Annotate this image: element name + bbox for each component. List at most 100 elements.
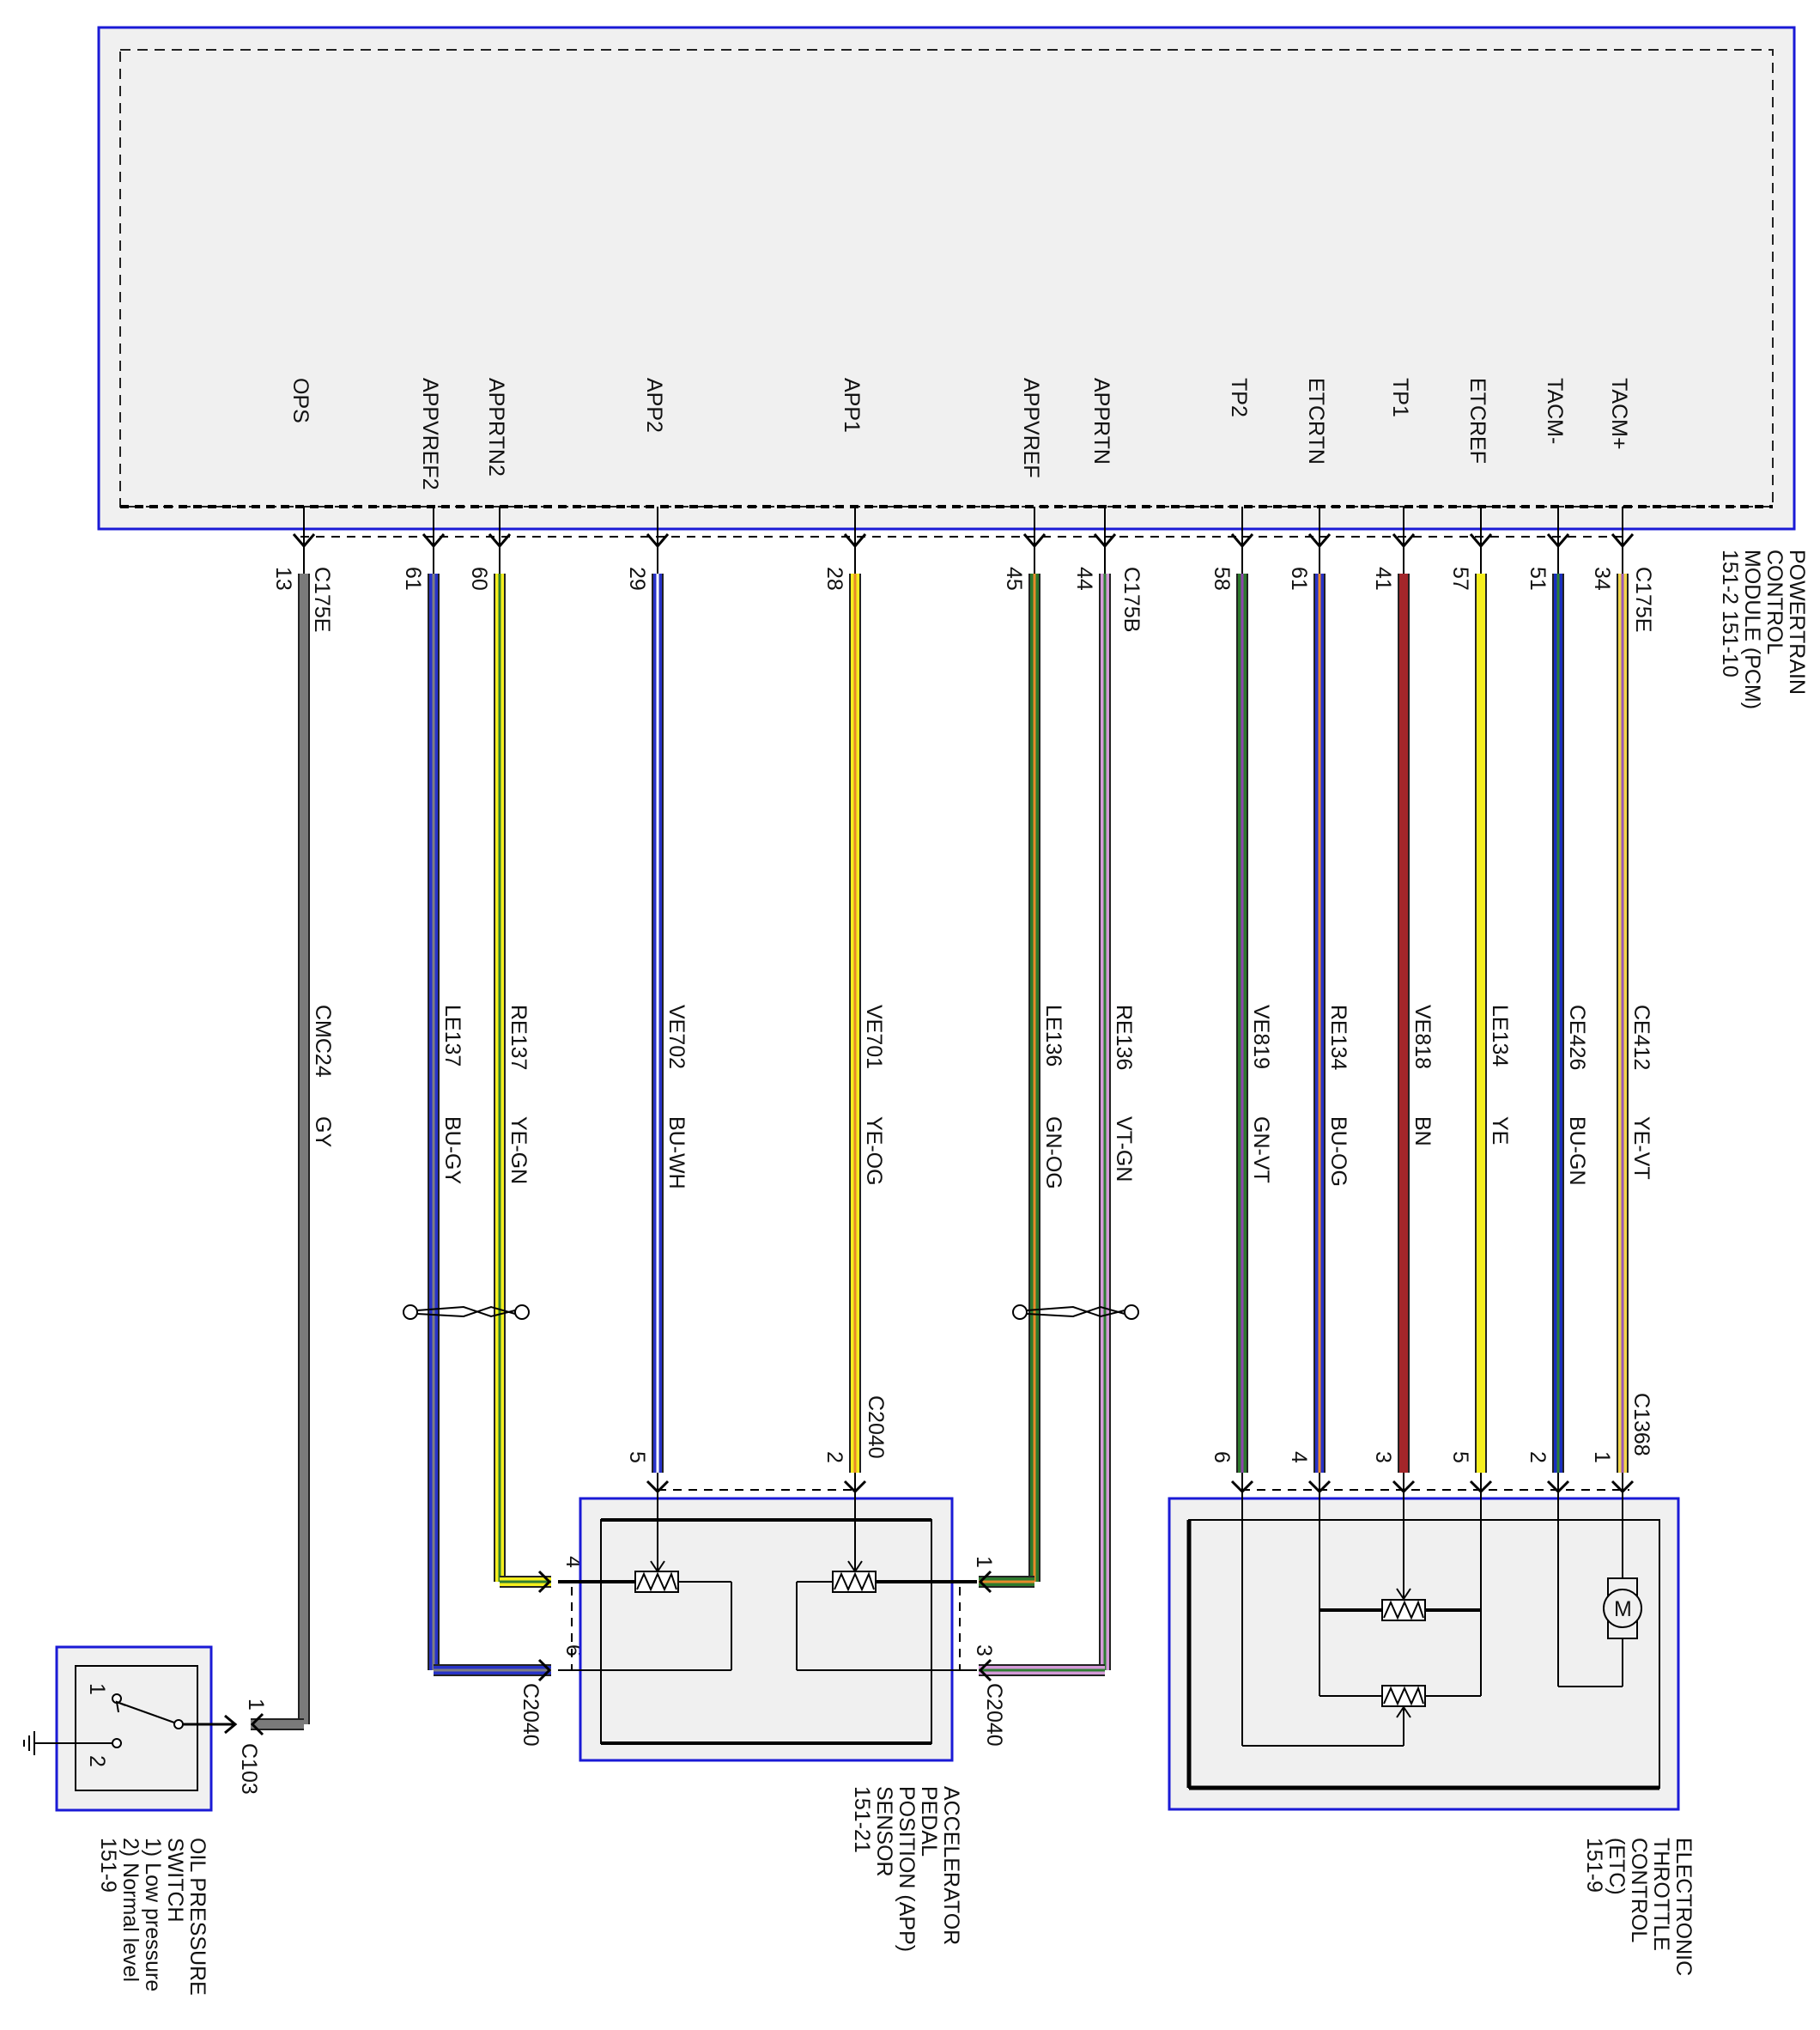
pin-number-tp1: 41 — [1371, 567, 1395, 591]
twisted-pair-app1-icon — [1012, 1304, 1139, 1320]
pin-number-app1: 28 — [822, 567, 846, 591]
throttle-position-sensors — [1241, 1490, 1482, 1747]
motor-symbol: M — [1614, 1597, 1632, 1621]
circuit-label-tacm_minus: CE426 — [1565, 1005, 1589, 1070]
etc-name-line1: ELECTRONIC — [1671, 1838, 1696, 1976]
color-label-appvref: GN-OG — [1041, 1116, 1065, 1189]
color-label-etcrtn: BU-OG — [1326, 1116, 1350, 1187]
color-label-tp2: GN-VT — [1249, 1116, 1273, 1183]
pin-number-app2: 29 — [625, 567, 649, 591]
circuit-label-ops: CMC24 — [311, 1005, 335, 1078]
ops-name-line3: 1) Low pressure — [141, 1838, 165, 1991]
color-label-ops: GY — [311, 1116, 335, 1147]
circuit-label-tp2: VE819 — [1249, 1005, 1273, 1069]
ops-switch-name: OIL PRESSURE SWITCH 1) Low pressure 2) N… — [96, 1838, 209, 2002]
signal-label-ops: OPS — [288, 378, 312, 423]
device-pin-tp2: 6 — [1210, 1451, 1234, 1463]
etc-name-line4: (ETC) — [1605, 1838, 1629, 1895]
connector-c175e-right: C175E — [1631, 567, 1655, 632]
app-sensor-name: ACCELERATOR PEDAL POSITION (APP) SENSOR … — [850, 1786, 963, 1958]
pin-number-apprtn2: 60 — [467, 567, 491, 591]
color-label-etcref: YE — [1488, 1116, 1512, 1145]
signal-label-tacm_plus: TACM+ — [1607, 378, 1631, 450]
circuit-label-appvref2: LE137 — [440, 1005, 464, 1067]
circuit-label-apprtn2: RE137 — [507, 1005, 531, 1070]
etc-name: ELECTRONIC THROTTLE CONTROL (ETC) 151-9 — [1582, 1838, 1696, 1982]
pin-number-tp2: 58 — [1210, 567, 1234, 591]
pcm-name-line3: MODULE (PCM) — [1740, 550, 1764, 709]
pin-number-etcrtn: 61 — [1287, 567, 1311, 591]
device-pin-app1: 2 — [822, 1451, 846, 1463]
color-label-tacm_minus: BU-GN — [1565, 1116, 1589, 1186]
signal-label-app1: APP1 — [840, 378, 864, 433]
circuit-label-apprtn: RE136 — [1112, 1005, 1136, 1070]
app-name-line2: PEDAL — [917, 1786, 941, 1857]
app-sensor-module — [558, 1489, 977, 1762]
signal-label-app2: APP2 — [642, 378, 666, 433]
pcm-module — [97, 26, 1796, 531]
color-label-tacm_plus: YE-VT — [1629, 1116, 1653, 1180]
switch-pos2: 2 — [85, 1755, 109, 1767]
signal-label-apprtn: APPRTN — [1089, 378, 1113, 465]
color-label-tp1: BN — [1410, 1116, 1435, 1146]
circuit-label-tp1: VE818 — [1410, 1005, 1435, 1069]
device-pin-appvref: 1 — [972, 1556, 996, 1568]
app-name-line4: SENSOR — [872, 1786, 896, 1877]
pcm-name: POWERTRAIN CONTROL MODULE (PCM) 151-2 15… — [1718, 550, 1809, 715]
pcm-name-line2: CONTROL — [1762, 550, 1787, 654]
pin-number-appvref2: 61 — [401, 567, 425, 591]
device-pin-ops: 1 — [244, 1699, 268, 1711]
device-pin-tacm_minus: 2 — [1526, 1451, 1550, 1463]
signal-label-tacm_minus: TACM- — [1543, 378, 1567, 444]
circuit-label-app2: VE702 — [664, 1005, 689, 1069]
connector-c2040-left: C2040 — [519, 1683, 543, 1747]
color-label-apprtn2: YE-GN — [507, 1116, 531, 1184]
circuit-label-app1: VE701 — [862, 1005, 886, 1069]
ops-name-line4: 2) Normal level — [118, 1838, 143, 1982]
connector-c2040-right: C2040 — [982, 1683, 1006, 1747]
etc-name-line5: 151-9 — [1582, 1838, 1606, 1893]
etc-module: M — [1168, 1489, 1680, 1811]
throttle-motor: M — [1557, 1490, 1642, 1687]
pin-number-appvref: 45 — [1002, 567, 1026, 591]
device-pin-etcrtn: 4 — [1287, 1451, 1311, 1463]
app-name-line1: ACCELERATOR — [939, 1786, 963, 1945]
switch-pos1: 1 — [85, 1683, 109, 1695]
device-pin-app2: 5 — [625, 1451, 649, 1463]
app-name-line3: POSITION (APP) — [895, 1786, 919, 1952]
pin-number-etcref: 57 — [1448, 567, 1472, 591]
pin-number-ops: 13 — [271, 567, 295, 591]
signal-label-appvref2: APPVREF2 — [418, 378, 442, 490]
color-label-apprtn: VT-GN — [1112, 1116, 1136, 1182]
pin-number-apprtn: 44 — [1072, 567, 1096, 591]
etc-name-line2: THROTTLE — [1649, 1838, 1673, 1951]
connector-c2040-top: C2040 — [864, 1395, 888, 1459]
device-pin-apprtn: 3 — [972, 1644, 996, 1656]
ops-name-line2: SWITCH — [163, 1838, 187, 1923]
circuit-label-appvref: LE136 — [1041, 1005, 1065, 1067]
color-label-app1: YE-OG — [862, 1116, 886, 1186]
app-name-line5: 151-21 — [850, 1786, 874, 1853]
signal-label-tp2: TP2 — [1227, 378, 1251, 417]
device-pin-tp1: 3 — [1371, 1451, 1395, 1463]
color-label-appvref2: BU-GY — [440, 1116, 464, 1185]
ops-name-line5: 151-9 — [96, 1838, 120, 1893]
pcm-name-line1: POWERTRAIN — [1785, 550, 1809, 695]
connector-c103: C103 — [237, 1743, 261, 1795]
device-pin-tacm_plus: 1 — [1590, 1451, 1614, 1463]
twisted-pair-app2-icon — [403, 1304, 530, 1320]
connector-c175b: C175B — [1119, 567, 1144, 632]
oil-pressure-switch: 1 2 — [23, 1645, 238, 1812]
